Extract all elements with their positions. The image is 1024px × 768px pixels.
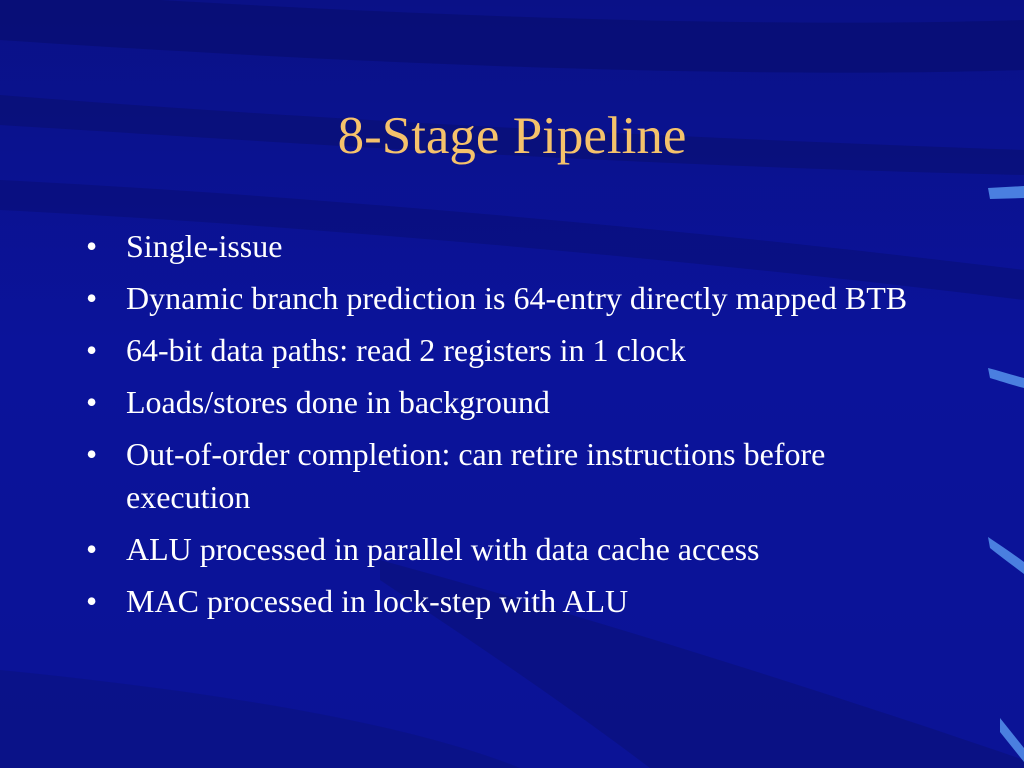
bullet-icon: • [86, 531, 98, 567]
bullet-item: • Dynamic branch prediction is 64-entry … [86, 277, 946, 320]
bullet-icon: • [86, 280, 98, 316]
bullet-text: 64-bit data paths: read 2 registers in 1… [126, 332, 686, 368]
accent-stripe-4 [1000, 718, 1024, 762]
bullet-text: Single-issue [126, 228, 283, 264]
bullet-text: Out-of-order completion: can retire inst… [126, 436, 826, 515]
dark-swoosh-top [0, 0, 1024, 73]
bullet-text: MAC processed in lock-step with ALU [126, 583, 629, 619]
bullet-text: Loads/stores done in background [126, 384, 550, 420]
dark-swoosh-bottom [0, 670, 520, 768]
dark-swoosh-lower [380, 560, 1024, 768]
bullet-icon: • [86, 436, 98, 472]
slide-title: 8-Stage Pipeline [337, 107, 687, 165]
bullet-item: • ALU processed in parallel with data ca… [86, 528, 946, 571]
bullet-text: ALU processed in parallel with data cach… [126, 531, 760, 567]
bullet-item: • 64-bit data paths: read 2 registers in… [86, 329, 946, 372]
bullet-item: • Single-issue [86, 225, 946, 268]
bullet-icon: • [86, 332, 98, 368]
accent-stripe-2 [988, 368, 1024, 388]
bullet-icon: • [86, 384, 98, 420]
accent-stripe-3 [988, 537, 1024, 574]
bullet-icon: • [86, 228, 98, 264]
bullet-list: • Single-issue • Dynamic branch predicti… [86, 225, 946, 632]
bullet-icon: • [86, 583, 98, 619]
bullet-item: • Out-of-order completion: can retire in… [86, 433, 946, 519]
dark-swoosh-mid [0, 180, 1024, 300]
bullet-item: • Loads/stores done in background [86, 381, 946, 424]
bullet-text: Dynamic branch prediction is 64-entry di… [126, 280, 908, 316]
bullet-item: • MAC processed in lock-step with ALU [86, 580, 946, 623]
accent-stripe-1 [988, 186, 1024, 199]
dark-swoosh-upper [0, 95, 1024, 175]
